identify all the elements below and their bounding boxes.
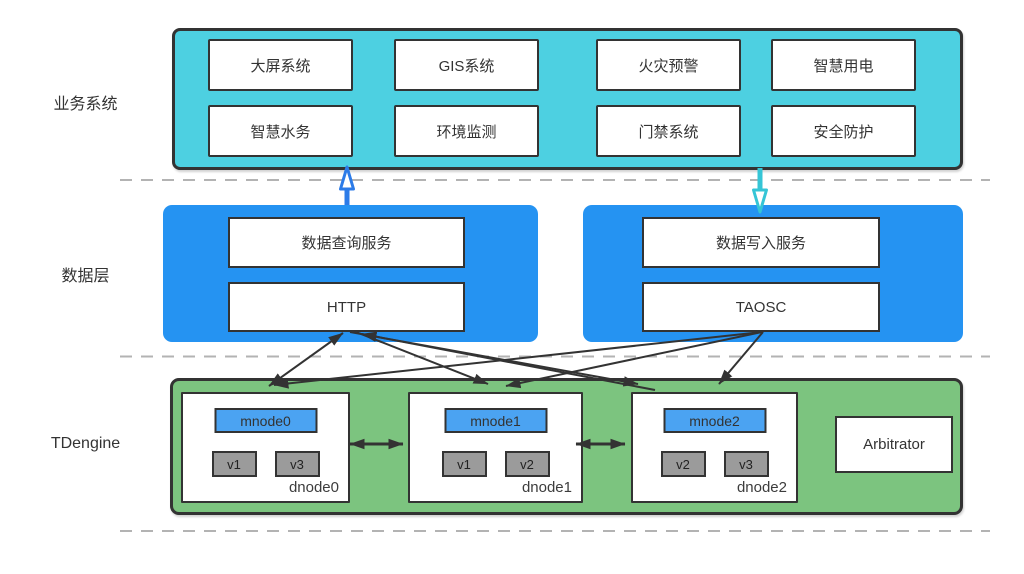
business-layer-container: 大屏系统 GIS系统 火灾预警 智慧用电 智慧水务 环境监测 门禁系统 安全防护	[172, 28, 963, 170]
arbitrator-box: Arbitrator	[835, 416, 953, 473]
business-item-6: 门禁系统	[596, 105, 741, 157]
business-item-5: 环境监测	[394, 105, 539, 157]
query-service-box: 数据查询服务	[228, 217, 465, 268]
mnode0-box: mnode0	[214, 408, 317, 433]
write-service-group: 数据写入服务 TAOSC	[583, 205, 963, 342]
http-interface-box: HTTP	[228, 282, 465, 332]
business-item-7: 安全防护	[771, 105, 916, 157]
dnode0-vnode-1: v3	[274, 451, 320, 477]
dnode2-vnode-0: v2	[660, 451, 706, 477]
business-item-3: 智慧用电	[771, 39, 916, 91]
business-item-2: 火灾预警	[596, 39, 741, 91]
data-layer-label: 数据层	[61, 268, 110, 285]
dnode1-box: mnode1 v1 v2 dnode1	[408, 392, 583, 503]
business-item-1: GIS系统	[394, 39, 539, 91]
dnode1-vnode-0: v1	[441, 451, 487, 477]
dnode1-vnode-1: v2	[504, 451, 550, 477]
dnode2-vnode-1: v3	[723, 451, 769, 477]
dnode0-label: dnode0	[288, 479, 339, 496]
write-service-box: 数据写入服务	[642, 217, 880, 268]
mnode2-box: mnode2	[663, 408, 766, 433]
tdengine-layer-label: TDengine	[50, 435, 121, 452]
business-item-0: 大屏系统	[208, 39, 353, 91]
mnode1-box: mnode1	[444, 408, 547, 433]
dnode2-box: mnode2 v2 v3 dnode2	[631, 392, 798, 503]
query-up-arrow-icon	[339, 165, 355, 205]
taosc-interface-box: TAOSC	[642, 282, 880, 332]
dnode0-box: mnode0 v1 v3 dnode0	[181, 392, 350, 503]
business-item-4: 智慧水务	[208, 105, 353, 157]
query-service-group: 数据查询服务 HTTP	[163, 205, 538, 342]
dnode1-label: dnode1	[521, 479, 572, 496]
dnode2-label: dnode2	[736, 479, 787, 496]
tdengine-cluster-container: mnode0 v1 v3 dnode0 mnode1 v1 v2 dnode1 …	[170, 378, 963, 515]
business-layer-label: 业务系统	[53, 96, 118, 113]
dnode0-vnode-0: v1	[211, 451, 257, 477]
